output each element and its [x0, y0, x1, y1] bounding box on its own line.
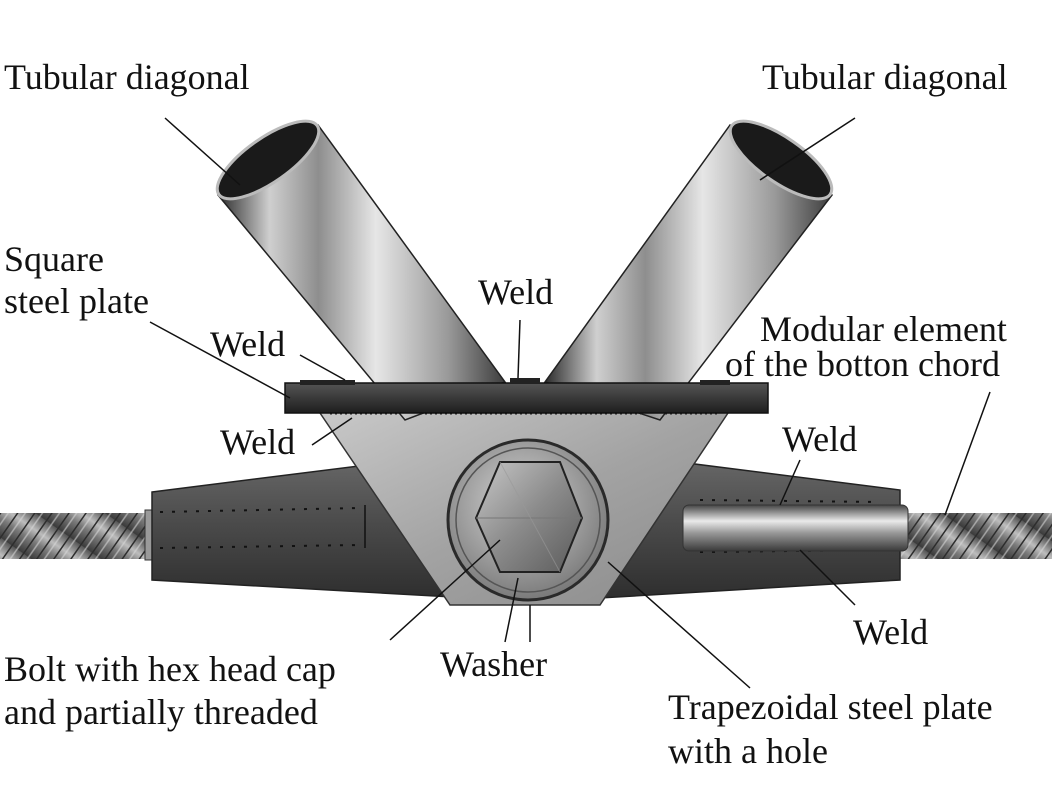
- label-square-plate-line1: Square: [4, 239, 104, 279]
- label-trapezoid-line2: with a hole: [668, 731, 828, 771]
- leader-weld-right-upper: [779, 459, 801, 506]
- leader-modular: [944, 391, 991, 516]
- leader-square-plate: [149, 321, 291, 399]
- leader-tubular-left: [164, 117, 241, 186]
- label-weld-right-lower: Weld: [853, 612, 929, 652]
- leader-weld-top-center: [517, 319, 521, 379]
- label-washer: Washer: [440, 644, 548, 684]
- label-weld-right-upper: Weld: [782, 419, 858, 459]
- bolt-hex-head: [474, 461, 584, 573]
- square-steel-plate: [284, 378, 769, 414]
- label-trapezoid-line1: Trapezoidal steel plate: [668, 687, 993, 727]
- tube-right: [543, 119, 834, 421]
- cable-left: [0, 513, 160, 559]
- cable-right: [895, 513, 1052, 559]
- label-square-plate-line2: steel plate: [4, 281, 149, 321]
- label-weld-left-upper: Weld: [210, 324, 286, 364]
- label-modular-line2: of the botton chord: [725, 344, 1000, 384]
- label-weld-left-lower: Weld: [220, 422, 296, 462]
- leader-trapezoid: [607, 561, 751, 689]
- label-tubular-diagonal-right: Tubular diagonal: [762, 57, 1008, 97]
- label-bolt-line2: and partially threaded: [4, 692, 318, 732]
- leader-weld-right-lower: [799, 549, 856, 606]
- label-weld-top-center: Weld: [478, 272, 554, 312]
- leader-lines: [149, 117, 991, 689]
- tube-left: [215, 119, 507, 421]
- label-modular-line1: Modular element: [760, 309, 1007, 349]
- label-tubular-diagonal-left: Tubular diagonal: [4, 57, 250, 97]
- label-bolt-line1: Bolt with hex head cap: [4, 649, 336, 689]
- leader-tubular-right: [759, 117, 856, 181]
- leader-washer-a: [504, 577, 519, 643]
- leader-weld-left-lower: [311, 417, 353, 446]
- leader-bolt: [389, 539, 501, 641]
- leader-weld-left-upper: [299, 354, 346, 381]
